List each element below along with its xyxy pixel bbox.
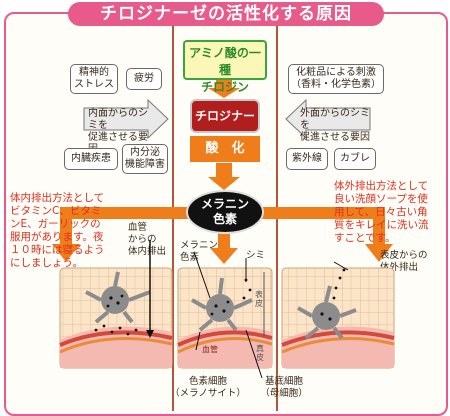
left-advice-line: 服用があります。夜 — [10, 231, 104, 243]
skin-panel-internal — [59, 240, 173, 369]
melanocyte-label: 色素細胞 （メラノサイト） — [168, 376, 248, 400]
mp-label-line1: メラニン — [180, 240, 219, 251]
internal-factor-line1: 内面からのシミを — [88, 108, 148, 131]
mental-stress-box: 精神的 ストレス — [70, 64, 118, 94]
left-advice-line: にしましょう。 — [10, 257, 83, 269]
visceral-disease-box: 内臓疾患 — [64, 148, 118, 170]
mental-stress-line2: ストレス — [74, 79, 114, 90]
melanin-pigment-ellipse: メラニン 色素 — [186, 190, 264, 234]
right-advice-line: 質をキレイに洗い流 — [334, 219, 429, 231]
bv-label-line3: 体内排出 — [128, 246, 167, 257]
basal-line1: 基底細胞 — [264, 376, 303, 387]
cosmetic-line2: （香料・化学色素） — [291, 79, 381, 90]
left-advice-line: ンE、ガーリックの — [10, 218, 101, 230]
right-advice-line: 良い洗顔ソープを使 — [334, 193, 428, 205]
right-advice-line: 用して、日々古い角 — [334, 206, 428, 218]
surface-excretion-label: 表皮からの 体外排出 — [380, 250, 440, 274]
melanin-line1: メラニン — [200, 197, 249, 211]
fatigue-box: 疲労 — [126, 68, 162, 90]
endocrine-line2: 機能障害 — [125, 159, 165, 170]
surface-label-line2: 体外排出 — [380, 262, 419, 273]
external-factor-line2: 促進させる要因 — [300, 132, 370, 143]
rash-box: カブレ — [334, 148, 376, 170]
basal-line2: （母細胞） — [260, 388, 308, 399]
mental-stress-line1: 精神的 — [79, 67, 109, 78]
surface-label-line1: 表皮からの — [380, 250, 428, 261]
left-advice-line: 体内排出方法として — [10, 192, 105, 204]
melanin-pigment-label: メラニン 色素 — [180, 240, 220, 264]
spot-label: シミ — [246, 250, 266, 261]
basal-cell-label: 基底細胞 （母細胞） — [248, 376, 320, 400]
bv-label-line1: 血管 — [128, 222, 148, 233]
blood-vessel-inner-label: 血管 — [202, 345, 218, 354]
melanin-line2: 色素 — [212, 212, 237, 226]
tyrosinase-box: チロジナーゼ — [190, 99, 260, 153]
left-advice-line: １０時には寝るよう — [10, 244, 105, 256]
melanocyte-line2: （メラノサイト） — [170, 388, 246, 399]
epidermis-label: 表皮 — [255, 290, 263, 308]
endocrine-line1: 内分泌 — [130, 147, 160, 158]
external-factor-line1: 外面からのシミを — [300, 108, 370, 131]
cosmetic-line1: 化粧品による刺激 — [296, 67, 376, 78]
right-advice-line: 体外排出方法として — [334, 180, 429, 192]
melanocyte-line1: 色素細胞 — [188, 376, 227, 387]
right-advice-line: すことです。 — [334, 232, 396, 244]
endocrine-disorder-box: 内分泌 機能障害 — [122, 144, 168, 174]
cosmetic-irritation-box: 化粧品による刺激 （香料・化学色素） — [288, 64, 384, 94]
external-excretion-advice: 体外排出方法として 良い洗顔ソープを使 用して、日々古い角 質をキレイに洗い流 … — [334, 180, 446, 245]
external-factor-label: 外面からのシミを 促進させる要因 — [300, 108, 370, 144]
bv-label-line2: からの — [128, 234, 157, 245]
internal-excretion-advice: 体内排出方法として ビタミンC、ビタミ ンE、ガーリックの 服用があります。夜 … — [10, 192, 120, 270]
dermis-label: 真皮 — [256, 344, 264, 362]
mp-label-line2: 色素 — [180, 252, 200, 263]
left-advice-line: ビタミンC、ビタミ — [10, 205, 102, 217]
tyrosine-box-line1: アミノ酸の一種 — [189, 46, 261, 77]
blood-vessel-excretion-label: 血管 からの 体内排出 — [128, 222, 174, 258]
skin-panel-external — [281, 261, 395, 369]
tyrosine-box-line2: チロジン — [200, 80, 249, 94]
uv-box: 紫外線 — [286, 148, 328, 170]
tyrosine-box: アミノ酸の一種 チロジン — [183, 40, 267, 94]
skin-panel-centre — [177, 251, 273, 379]
page-title: チロジナーゼの活性化する原因 — [68, 2, 384, 26]
oxidation-box: 酸 化 — [190, 136, 260, 162]
